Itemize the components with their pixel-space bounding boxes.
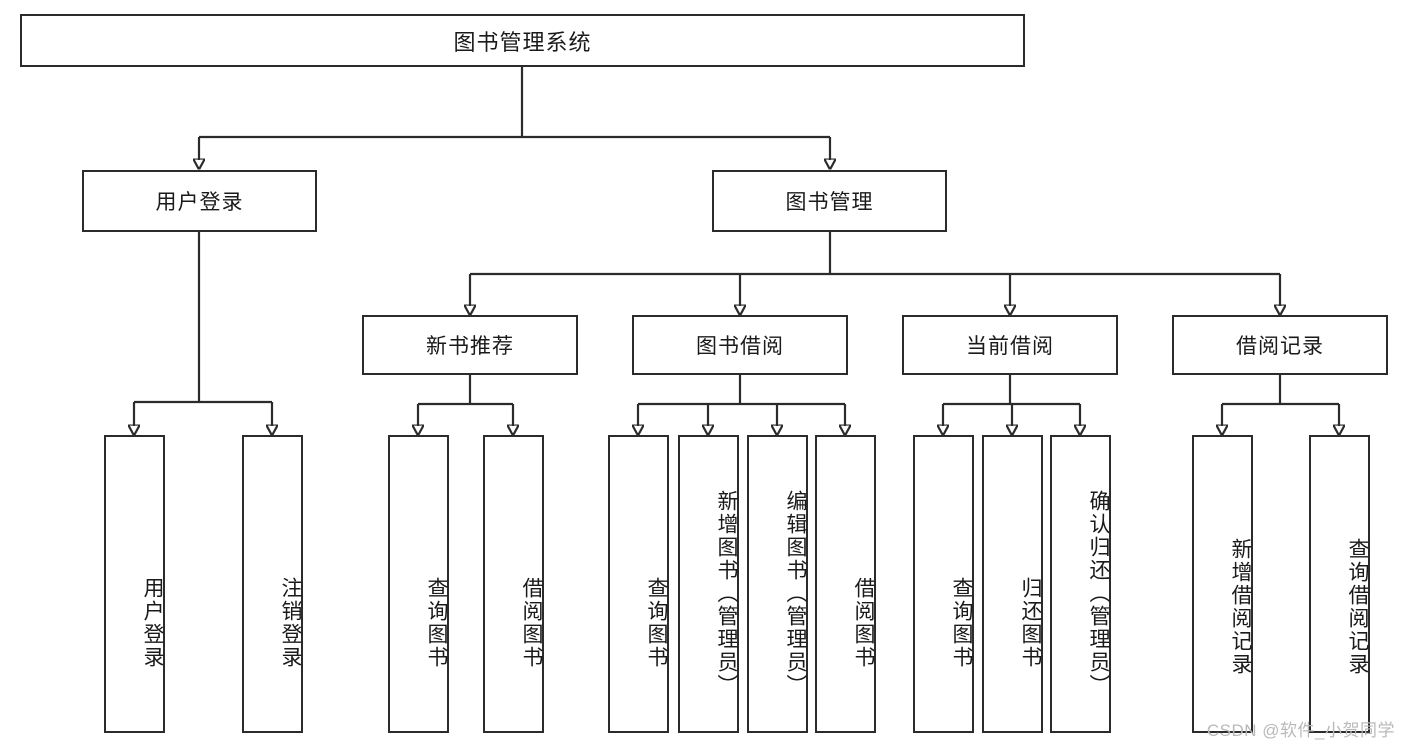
node-leaf-return-book-label: 归还图书 [1019,577,1042,669]
node-leaf-user-login[interactable]: 用户登录 [104,435,165,733]
node-leaf-query-record[interactable]: 查询借阅记录 [1309,435,1370,733]
node-current-borrow-label: 当前借阅 [966,335,1054,358]
node-new-book-recommend-label: 新书推荐 [426,335,514,358]
node-leaf-query-book-1-label: 查询图书 [425,577,448,669]
node-leaf-user-login-label: 用户登录 [141,577,164,669]
node-root-label: 图书管理系统 [453,29,592,55]
node-borrow-record-label: 借阅记录 [1236,335,1324,358]
node-leaf-query-book-1[interactable]: 查询图书 [388,435,449,733]
node-book-borrow-label: 图书借阅 [696,335,784,358]
node-new-book-recommend[interactable]: 新书推荐 [362,315,578,375]
node-current-borrow[interactable]: 当前借阅 [902,315,1118,375]
node-leaf-borrow-book-2[interactable]: 借阅图书 [815,435,876,733]
node-leaf-add-book[interactable]: 新增图书（管理员） [678,435,739,733]
node-user-login[interactable]: 用户登录 [82,170,317,232]
node-book-borrow[interactable]: 图书借阅 [632,315,848,375]
node-leaf-add-record-label: 新增借阅记录 [1229,538,1252,676]
node-leaf-confirm-return-label: 确认归还（管理员） [1087,489,1110,697]
node-leaf-return-book[interactable]: 归还图书 [982,435,1043,733]
node-leaf-borrow-book-1-label: 借阅图书 [520,577,543,669]
node-leaf-add-record[interactable]: 新增借阅记录 [1192,435,1253,733]
node-user-login-label: 用户登录 [155,191,244,214]
node-leaf-query-record-label: 查询借阅记录 [1346,538,1369,676]
node-borrow-record[interactable]: 借阅记录 [1172,315,1388,375]
node-leaf-borrow-book-2-label: 借阅图书 [852,577,875,669]
node-leaf-edit-book-label: 编辑图书（管理员） [784,489,807,697]
node-leaf-query-book-2-label: 查询图书 [645,577,668,669]
node-leaf-query-book-2[interactable]: 查询图书 [608,435,669,733]
node-book-manage-label: 图书管理 [785,191,874,214]
node-leaf-edit-book[interactable]: 编辑图书（管理员） [747,435,808,733]
node-book-manage[interactable]: 图书管理 [712,170,947,232]
node-leaf-query-book-3-label: 查询图书 [950,577,973,669]
node-leaf-logout[interactable]: 注销登录 [242,435,303,733]
csdn-watermark: CSDN @软件_小贺同学 [1206,721,1395,740]
node-leaf-confirm-return[interactable]: 确认归还（管理员） [1050,435,1111,733]
node-leaf-logout-label: 注销登录 [279,577,302,669]
node-root[interactable]: 图书管理系统 [20,14,1025,67]
node-leaf-query-book-3[interactable]: 查询图书 [913,435,974,733]
node-leaf-borrow-book-1[interactable]: 借阅图书 [483,435,544,733]
node-leaf-add-book-label: 新增图书（管理员） [715,489,738,697]
